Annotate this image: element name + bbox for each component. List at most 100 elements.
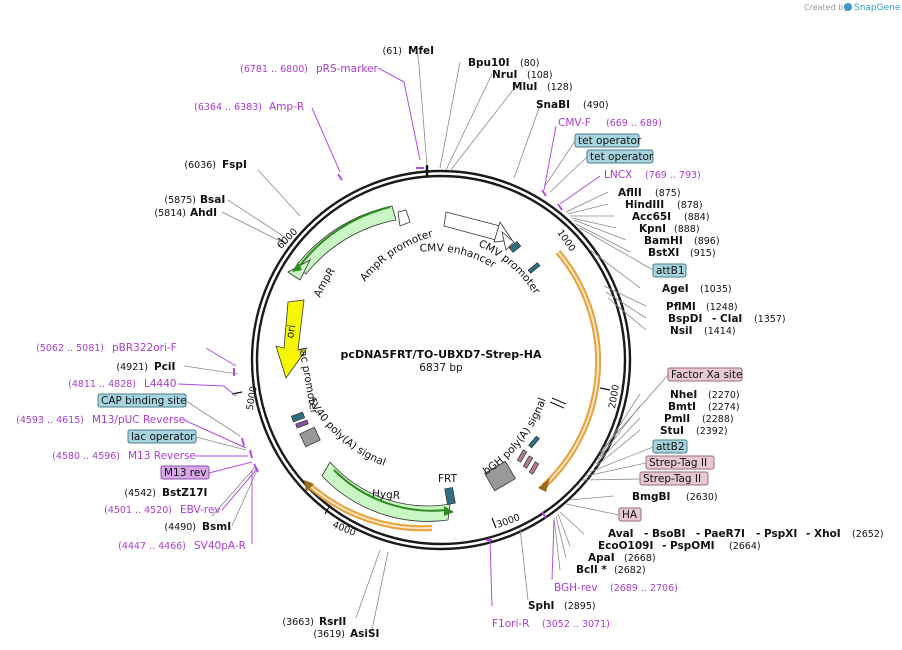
ha-label: HA	[622, 509, 638, 521]
site-hindiii-pos: (878)	[677, 200, 703, 211]
attb1-mark	[527, 262, 541, 274]
site-bsai-pos: (5875)	[164, 195, 196, 206]
site-rsrii: RsrII	[319, 616, 346, 628]
primer-m13-reverse-pos: (4580 .. 4596)	[52, 451, 120, 462]
tet-operator-label-1: tet operator	[578, 135, 642, 147]
site-bmti-pos: (2274)	[708, 402, 740, 413]
site-nhei-pos: (2270)	[708, 390, 740, 401]
site-nrui: NruI	[492, 69, 517, 81]
plasmid-name: pcDNA5FRT/TO-UBXD7-Strep-HA	[341, 348, 542, 361]
site-bsmi-pos: (4490)	[164, 522, 196, 533]
primer-ebv-rev-pos: (4501 .. 4520)	[104, 505, 172, 516]
ampr-feature	[295, 205, 397, 275]
primer-marks	[233, 167, 563, 541]
hygr-feature	[321, 461, 451, 522]
site-bstxi-pos: (915)	[690, 248, 716, 259]
m13-mark	[295, 419, 309, 429]
site-bpu10i-pos: (80)	[520, 58, 540, 69]
site-pspomi: - PspOMI	[662, 540, 715, 552]
ha-box	[618, 507, 642, 522]
frt-feature	[444, 487, 456, 505]
label-frt: FRT	[438, 473, 458, 485]
ampr-promoter-feature	[397, 209, 411, 227]
primer-amp-r: Amp-R	[269, 101, 304, 113]
factor-xa-box	[667, 367, 743, 382]
site-kpni-pos: (888)	[674, 224, 700, 235]
site-fspi: FspI	[222, 159, 247, 171]
site-bamhi-pos: (896)	[694, 236, 720, 247]
tet-operator-label-2: tet operator	[590, 151, 654, 163]
m13-rev-label: M13 rev	[164, 467, 207, 479]
backbone-inner	[255, 174, 627, 546]
site-bpu10i: Bpu10I	[468, 57, 510, 69]
site-stui: StuI	[660, 425, 684, 437]
site-nhei: NheI	[670, 389, 697, 401]
site-aflii: AflII	[618, 187, 642, 199]
credit-prefix: Created by	[804, 3, 848, 12]
orf-arrow-right	[538, 478, 550, 492]
site-bspdi: BspDI	[668, 313, 702, 325]
site-bcli: BclI *	[576, 564, 607, 576]
site-mfei: MfeI	[408, 45, 434, 57]
primer-amp-r-pos: (6364 .. 6383)	[194, 102, 262, 113]
factor-xa-label: Factor Xa site	[671, 369, 742, 381]
site-nsii: NsiI	[670, 325, 693, 337]
site-bcli-pos: (2682)	[614, 565, 646, 576]
site-agei-pos: (1035)	[700, 284, 732, 295]
primer-lncx-pos: (769 .. 793)	[645, 170, 701, 181]
lac-operator-box	[127, 429, 197, 444]
strep-tag-box-1	[645, 455, 715, 470]
strep-tag-box-2	[639, 471, 709, 486]
bgh-feature	[484, 460, 516, 492]
ha-mark	[528, 461, 540, 475]
site-paer7i: - PaeR7I	[696, 528, 745, 540]
site-stui-pos: (2392)	[696, 426, 728, 437]
site-asisi-pos: (3619)	[313, 629, 345, 640]
label-bgh: bGH poly(A) signal	[481, 396, 549, 477]
primer-bgh-rev-pos: (2689 .. 2706)	[610, 583, 678, 594]
site-pcii-pos: (4921)	[116, 362, 148, 373]
site-sphi-pos: (2895)	[564, 601, 596, 612]
attb2-label: attB2	[656, 441, 685, 453]
primer-sv40pa-r-pos: (4447 .. 4466)	[118, 541, 186, 552]
attb1-box	[652, 263, 687, 278]
site-ahdi: AhdI	[190, 207, 217, 219]
label-ampr-promoter: AmpR promoter	[358, 228, 435, 284]
primer-l4440-pos: (4811 .. 4828)	[68, 379, 136, 390]
ori-feature	[275, 299, 307, 379]
primer-pbr322ori-f-pos: (5062 .. 5081)	[36, 343, 104, 354]
attb2-mark	[528, 435, 540, 449]
cap-binding-box	[97, 393, 187, 408]
snapgene-logo: SnapGene	[854, 3, 901, 13]
primer-cmv-f-pos: (669 .. 689)	[606, 118, 662, 129]
site-pmli: PmlI	[664, 413, 690, 425]
site-pspomi-pos: (2664)	[729, 541, 761, 552]
site-acc65i: Acc65I	[632, 211, 671, 223]
site-nsii-pos: (1414)	[704, 326, 736, 337]
primer-l4440: L4440	[144, 378, 177, 390]
site-snabi: SnaBI	[536, 99, 570, 111]
site-asisi: AsiSI	[350, 628, 379, 640]
site-fspi-pos: (6036)	[184, 160, 216, 171]
site-bsmi: BsmI	[202, 521, 231, 533]
cap-binding-label: CAP binding site	[101, 395, 187, 407]
site-apai-pos: (2668)	[624, 553, 656, 564]
site-bmgbi-pos: (2630)	[686, 492, 718, 503]
site-avai: AvaI	[608, 528, 634, 540]
site-bamhi: BamHI	[644, 235, 683, 247]
primer-f1ori-r: F1ori-R	[492, 618, 529, 630]
primer-prs-marker: pRS-marker	[316, 63, 379, 75]
site-ecoo109i: EcoO109I	[598, 540, 653, 552]
site-ahdi-pos: (5814)	[154, 208, 186, 219]
primer-sv40pa-r: SV40pA-R	[194, 540, 246, 552]
label-hygr: HygR	[372, 488, 401, 502]
site-mlui-pos: (128)	[547, 82, 573, 93]
primer-leaders	[177, 67, 601, 607]
site-kpni: KpnI	[639, 223, 666, 235]
orf-arc-right	[541, 250, 602, 489]
strep-tag-label-1: Strep-Tag II	[649, 457, 707, 469]
site-bmti: BmtI	[668, 401, 696, 413]
tet-operator-box-1	[574, 133, 640, 148]
site-pcii: PciI	[154, 361, 175, 373]
primer-prs-marker-pos: (6781 .. 6800)	[240, 64, 308, 75]
